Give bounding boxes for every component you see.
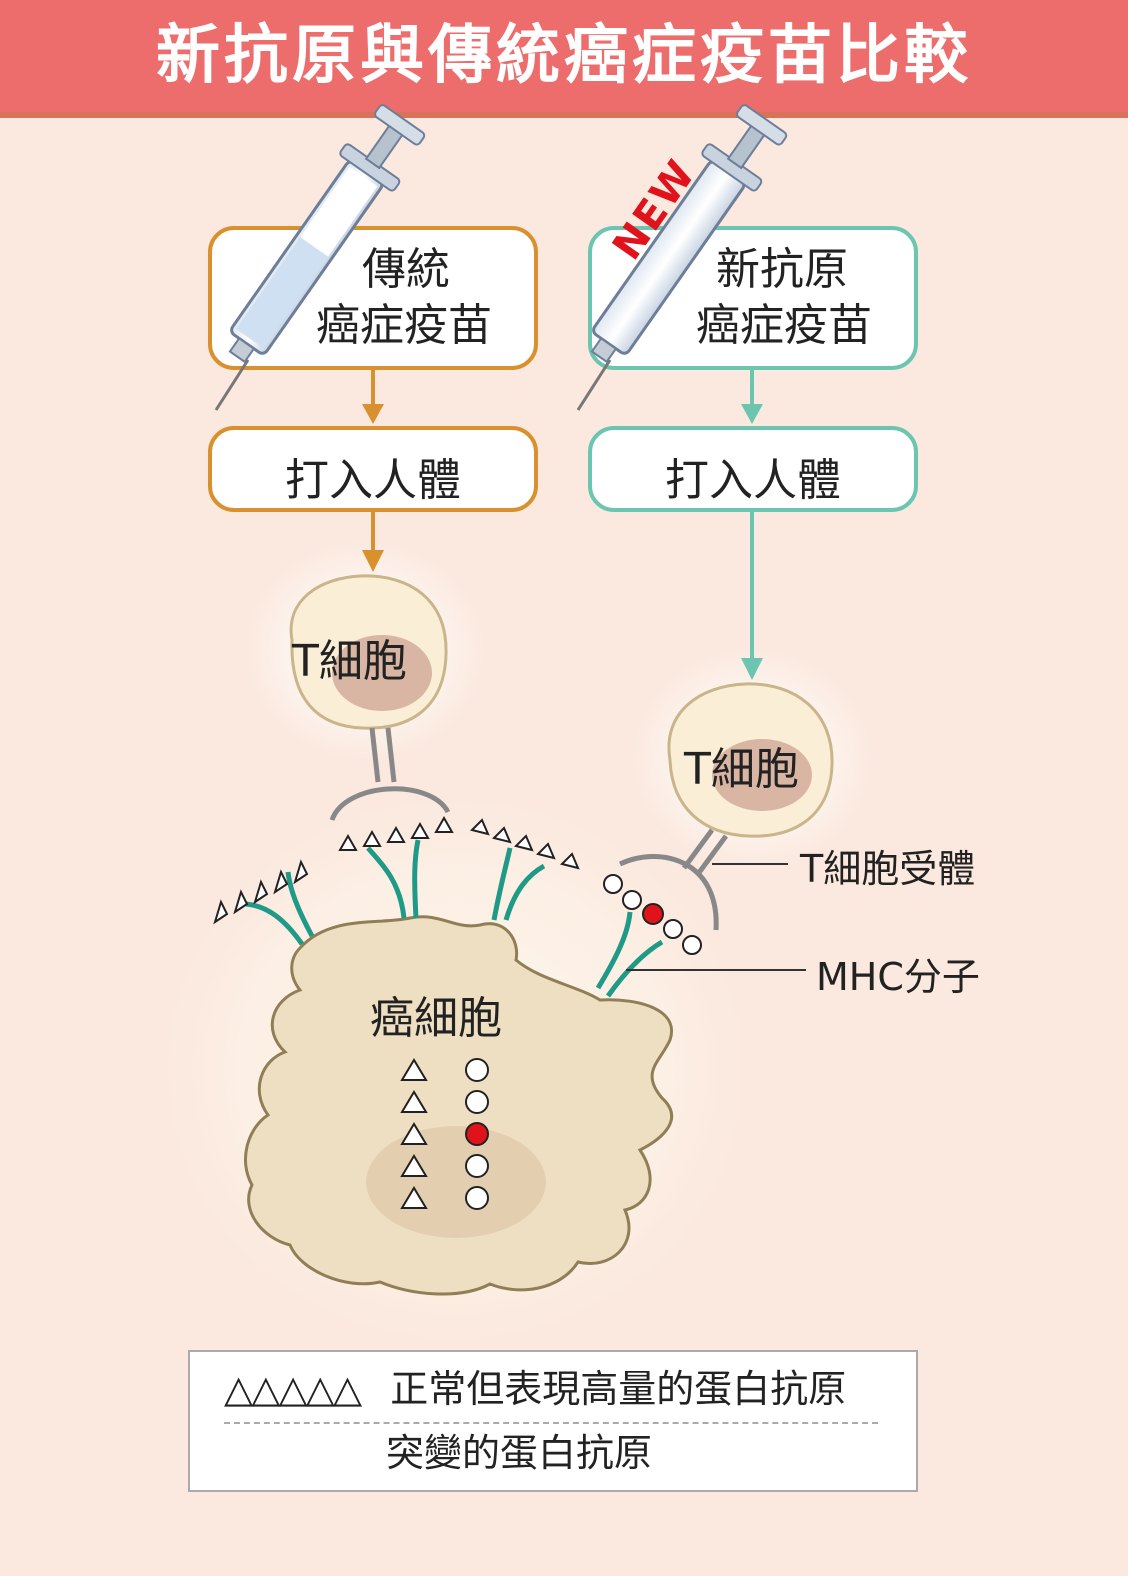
t-cell-receptor-left — [329, 727, 451, 822]
legend-box: △△△△△ 正常但表現高量的蛋白抗原 突變的蛋白抗原 — [188, 1350, 918, 1492]
arrow-right-1 — [741, 370, 763, 424]
legend-mutant-label: 突變的蛋白抗原 — [386, 1431, 653, 1475]
mhc-molecule-4 — [595, 911, 664, 998]
t-cell-left-label: T細胞 — [292, 636, 407, 687]
neoantigen-vaccine-line2: 癌症疫苗 — [696, 300, 872, 351]
arrow-right-2 — [741, 510, 763, 680]
mhc-molecule-3 — [491, 847, 546, 921]
traditional-inject-label: 打入人體 — [285, 455, 461, 506]
traditional-vaccine-line2: 癌症疫苗 — [316, 300, 492, 351]
tcr-callout-label: T細胞受體 — [800, 847, 976, 891]
t-cell-receptor-right — [618, 828, 729, 931]
cancer-cell — [244, 915, 674, 1296]
legend-normal-label: 正常但表現高量的蛋白抗原 — [390, 1367, 847, 1411]
neoantigen-vaccine-line1: 新抗原 — [716, 244, 848, 295]
header-banner: 新抗原與傳統癌症疫苗比較 — [0, 0, 1128, 118]
cancer-cell-label: 癌細胞 — [370, 993, 502, 1044]
neoantigen-inject-label: 打入人體 — [665, 455, 841, 506]
traditional-vaccine-box: 傳統 癌症疫苗 — [208, 226, 538, 370]
neoantigen-inject-box: 打入人體 — [588, 426, 918, 512]
mhc-molecule-2 — [366, 839, 421, 919]
t-cell-left — [289, 574, 448, 730]
t-cell-right — [667, 682, 834, 838]
circle-antigens — [465, 874, 702, 1210]
legend-row-normal: △△△△△ 正常但表現高量的蛋白抗原 — [224, 1364, 846, 1414]
triangle-antigens — [213, 815, 580, 1209]
mhc-molecule-1 — [245, 871, 315, 946]
page-title: 新抗原與傳統癌症疫苗比較 — [156, 19, 972, 93]
t-cell-right-label: T細胞 — [684, 744, 799, 795]
arrow-left-2 — [362, 510, 384, 572]
legend-divider — [224, 1422, 878, 1424]
traditional-vaccine-line1: 傳統 — [362, 244, 450, 295]
mhc-callout-label: MHC分子 — [816, 955, 980, 999]
legend-triangle-symbols: △△△△△ — [224, 1367, 362, 1411]
traditional-inject-box: 打入人體 — [208, 426, 538, 512]
legend-row-mutant: 突變的蛋白抗原 — [386, 1428, 652, 1478]
arrow-left-1 — [362, 370, 384, 424]
